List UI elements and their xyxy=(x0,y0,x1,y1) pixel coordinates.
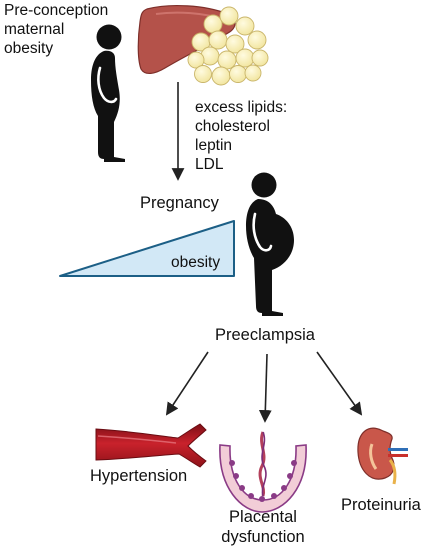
arrow-to-placental xyxy=(258,353,272,423)
preconception-line-2: maternal xyxy=(4,21,65,38)
proteinuria-label: Proteinuria xyxy=(341,496,421,514)
preeclampsia-label: Preeclampsia xyxy=(215,326,315,344)
lipids-line-4: LDL xyxy=(195,156,224,173)
lipids-line-2: cholesterol xyxy=(195,118,270,135)
nonpregnant-woman-icon xyxy=(91,24,125,163)
arrow-to-proteinuria xyxy=(316,351,363,416)
lipids-line-1: excess lipids: xyxy=(195,99,288,116)
pregnant-woman-icon xyxy=(246,172,294,316)
obesity-label: obesity xyxy=(171,254,221,271)
excess-lipids-label: excess lipids: cholesterol leptin LDL xyxy=(195,98,287,174)
placenta-icon xyxy=(219,431,307,513)
lipids-line-3: leptin xyxy=(195,137,233,154)
artery-icon xyxy=(95,423,207,468)
placental-line-1: Placental xyxy=(229,508,297,526)
kidney-icon xyxy=(357,427,408,485)
pregnancy-label: Pregnancy xyxy=(140,194,219,212)
preconception-line-3: obesity xyxy=(4,40,54,57)
preconception-line-1: Pre-conception xyxy=(4,2,109,19)
obesity-wedge xyxy=(59,220,235,277)
preconception-label: Pre-conception maternal obesity xyxy=(4,1,108,58)
placental-dysfunction-label: Placental dysfunction xyxy=(218,507,308,547)
hypertension-label: Hypertension xyxy=(90,467,188,485)
fat-cells-icon xyxy=(187,6,269,86)
placental-line-2: dysfunction xyxy=(221,528,305,546)
arrow-to-hypertension xyxy=(165,351,209,416)
